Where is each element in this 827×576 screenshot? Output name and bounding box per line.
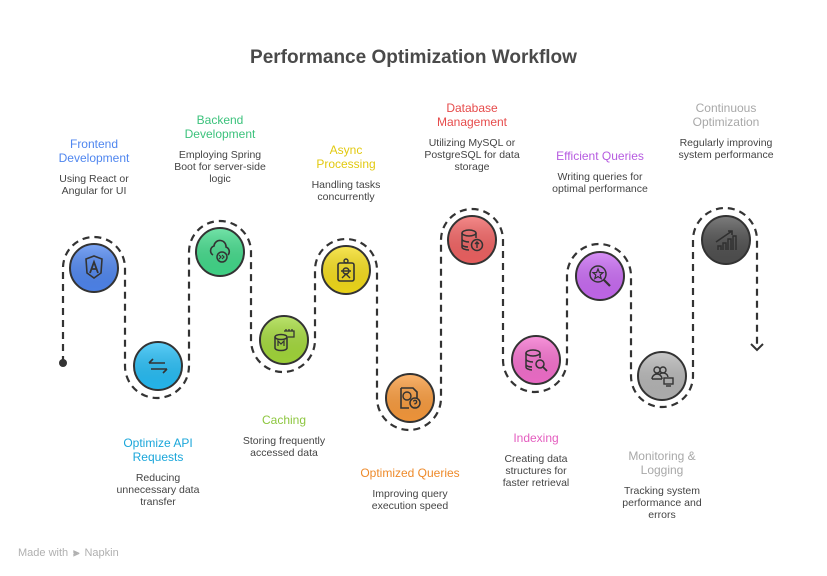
- angular-shield-icon: [85, 255, 103, 279]
- cloud-forward-icon: [209, 239, 231, 263]
- step-node-shade: [703, 217, 749, 263]
- step-node-9: [575, 251, 625, 301]
- document-clock-question-icon: [400, 387, 421, 409]
- step-description: Writing queries for optimal performance: [552, 171, 648, 195]
- database-search-icon: [525, 349, 548, 372]
- step-node-3: [195, 227, 245, 277]
- footer-prefix: Made with: [18, 547, 69, 559]
- users-monitor-icon: [651, 366, 674, 387]
- step-title: Continuous Optimization: [692, 101, 760, 129]
- step-title: Backend Development: [184, 113, 256, 141]
- search-star-icon: [589, 265, 611, 287]
- footer-brand: Napkin: [84, 547, 119, 559]
- database-upload-icon: [461, 229, 484, 252]
- step-title: Indexing: [513, 431, 559, 445]
- step-description: Improving query execution speed: [371, 488, 449, 512]
- step-node-10: [637, 351, 687, 401]
- clipboard-worker-icon: [337, 258, 355, 282]
- flow-start-dot: [59, 359, 67, 367]
- step-description: Reducing unnecessary data transfer: [116, 472, 200, 508]
- step-title: Efficient Queries: [556, 149, 644, 163]
- step-node-5: [321, 245, 371, 295]
- step-node-8: [511, 335, 561, 385]
- step-node-shade: [261, 317, 307, 363]
- step-node-shade: [135, 343, 181, 389]
- bidirectional-arrows-icon: [148, 358, 168, 374]
- growth-chart-icon: [715, 230, 737, 250]
- step-description: Creating data structures for faster retr…: [502, 453, 570, 489]
- step-description: Tracking system performance and errors: [622, 485, 702, 521]
- step-node-11: [701, 215, 751, 265]
- step-node-shade: [323, 247, 369, 293]
- step-node-shade: [639, 353, 685, 399]
- step-title: Async Processing: [316, 143, 376, 171]
- diagram-title: Performance Optimization Workflow: [250, 47, 577, 68]
- step-title: Frontend Development: [58, 137, 130, 165]
- step-node-2: [133, 341, 183, 391]
- step-title: Database Management: [436, 101, 508, 129]
- step-node-1: [69, 243, 119, 293]
- step-description: Using React or Angular for UI: [59, 173, 129, 197]
- step-node-shade: [71, 245, 117, 291]
- step-node-shade: [513, 337, 559, 383]
- step-description: Employing Spring Boot for server-side lo…: [174, 149, 266, 185]
- step-title: Optimize API Requests: [123, 436, 193, 464]
- step-title: Monitoring & Logging: [628, 449, 696, 477]
- step-description: Handling tasks concurrently: [311, 179, 381, 203]
- step-description: Storing frequently accessed data: [242, 435, 326, 459]
- step-title: Caching: [261, 413, 307, 427]
- step-description: Utilizing MySQL or PostgreSQL for data s…: [424, 137, 520, 173]
- step-description: Regularly improving system performance: [678, 137, 774, 161]
- step-node-6: [385, 373, 435, 423]
- step-node-shade: [449, 217, 495, 263]
- step-node-7: [447, 215, 497, 265]
- database-memory-icon: [274, 329, 295, 352]
- napkin-logo-icon: ⫸: [73, 547, 80, 559]
- dashed-flow-path: [61, 206, 759, 432]
- step-node-4: [259, 315, 309, 365]
- step-title: Optimized Queries: [360, 466, 460, 480]
- footer-credit: Made with ⫸ Napkin: [18, 547, 119, 560]
- flow-end-arrow-icon: [750, 343, 764, 352]
